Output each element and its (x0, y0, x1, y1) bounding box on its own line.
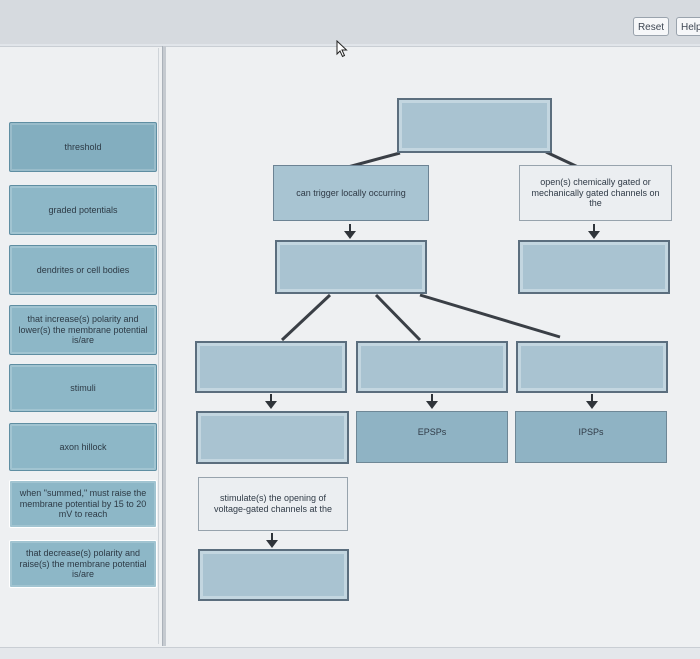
label-tile-graded-potentials[interactable]: graded potentials (9, 185, 157, 235)
node-epsps: EPSPs (356, 411, 508, 463)
drop-zone-level4-left[interactable] (196, 411, 349, 464)
reset-button[interactable]: Reset (633, 17, 669, 36)
label-text: axon hillock (59, 441, 107, 452)
node-text: open(s) chemically gated or mechanically… (531, 176, 660, 209)
arrow-down-icon (344, 224, 356, 239)
drop-zone-level2-left[interactable] (275, 240, 427, 294)
label-tile-threshold[interactable]: threshold (9, 122, 157, 172)
top-toolbar (0, 0, 700, 44)
label-text: stimuli (70, 382, 96, 393)
node-text: EPSPs (417, 427, 447, 437)
label-bank (6, 48, 159, 644)
connector-mid-left (280, 293, 332, 342)
connector-top-right (545, 150, 579, 169)
arrow-down-icon (588, 224, 600, 239)
label-text: dendrites or cell bodies (36, 264, 130, 275)
node-text: IPSPs (578, 427, 604, 437)
mouse-cursor-icon (336, 40, 348, 58)
node-chemical-gated: open(s) chemically gated or mechanically… (519, 165, 672, 221)
node-trigger: can trigger locally occurring (273, 165, 429, 221)
drop-zone-level3-left[interactable] (195, 341, 347, 393)
drop-zone-bottom[interactable] (198, 549, 349, 601)
arrow-down-icon (426, 394, 438, 409)
label-text: graded potentials (48, 204, 118, 215)
help-button[interactable]: Help (676, 17, 700, 36)
label-tile-increase-polarity[interactable]: that increase(s) polarity and lower(s) t… (9, 305, 157, 355)
label-text: threshold (64, 141, 102, 152)
label-tile-axon-hillock[interactable]: axon hillock (9, 423, 157, 471)
arrow-down-icon (586, 394, 598, 409)
label-tile-stimuli[interactable]: stimuli (9, 364, 157, 412)
label-text: that decrease(s) polarity and raise(s) t… (19, 548, 147, 580)
node-stimulate-voltage-gated: stimulate(s) the opening of voltage-gate… (198, 477, 348, 531)
label-tile-dendrites[interactable]: dendrites or cell bodies (9, 245, 157, 295)
arrow-down-icon (265, 394, 277, 409)
drop-zone-root[interactable] (397, 98, 552, 153)
connector-mid-center (374, 293, 422, 342)
drop-zone-level3-right[interactable] (516, 341, 668, 393)
drop-zone-level2-right[interactable] (518, 240, 670, 294)
panel-divider (162, 46, 166, 646)
connector-top-left (347, 151, 401, 169)
node-ipsps: IPSPs (515, 411, 667, 463)
drop-zone-level3-center[interactable] (356, 341, 508, 393)
node-text: can trigger locally occurring (296, 187, 406, 198)
label-tile-summed-threshold[interactable]: when "summed," must raise the membrane p… (9, 480, 157, 528)
arrow-down-icon (266, 533, 278, 548)
node-text: stimulate(s) the opening of voltage-gate… (213, 493, 333, 514)
label-tile-decrease-polarity[interactable]: that decrease(s) polarity and raise(s) t… (9, 540, 157, 588)
label-text: that increase(s) polarity and lower(s) t… (18, 314, 148, 346)
connector-mid-right (419, 293, 561, 339)
label-text: when "summed," must raise the membrane p… (19, 488, 147, 520)
